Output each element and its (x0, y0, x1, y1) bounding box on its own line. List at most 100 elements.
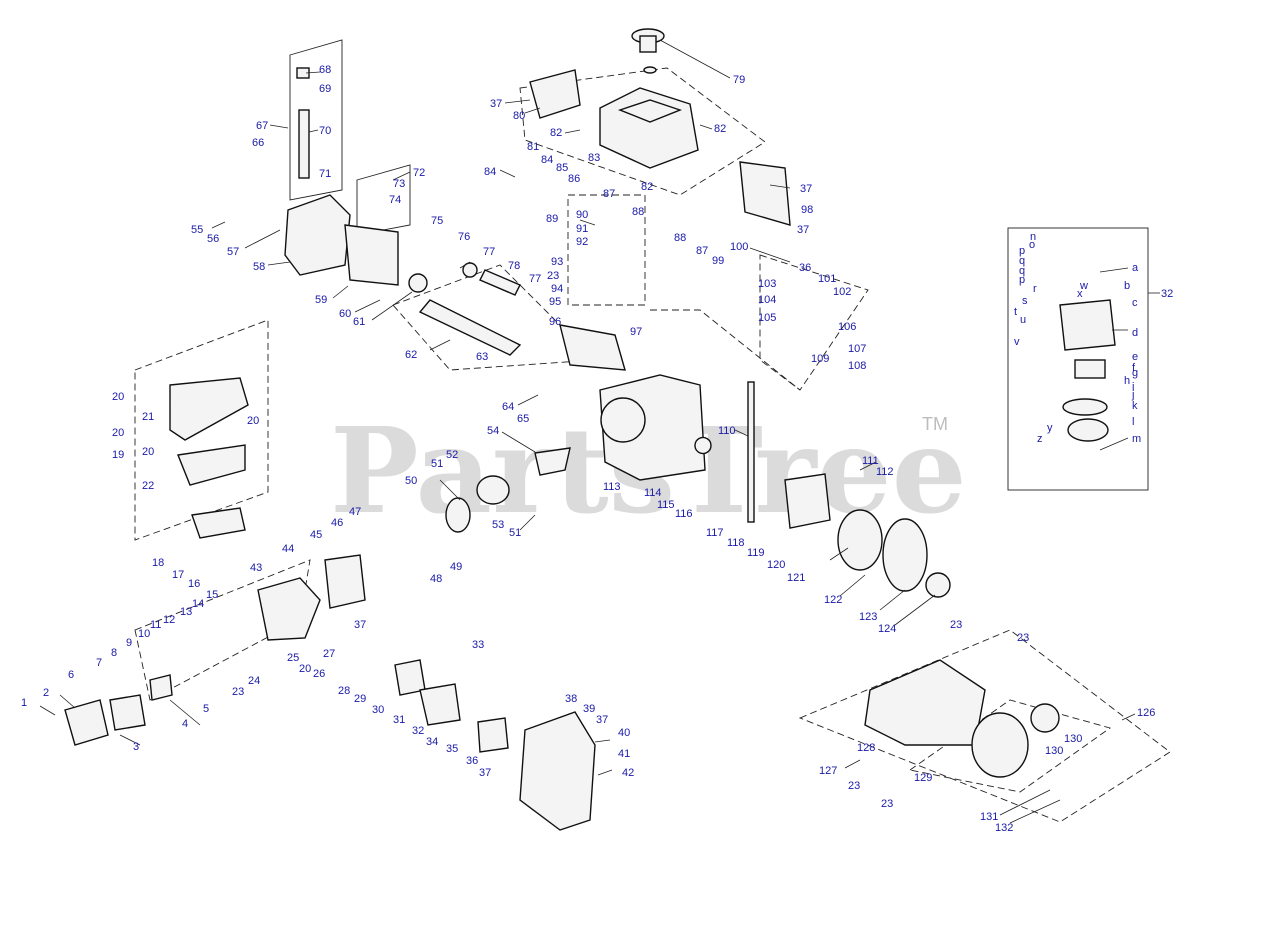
carburetor-box (1007, 227, 1149, 491)
callout-k: k (1132, 400, 1138, 412)
callout-82-a: 82 (550, 127, 562, 139)
callout-y: y (1047, 422, 1053, 434)
callout-19: 19 (112, 449, 124, 461)
callout-111: 111 (862, 455, 879, 467)
callout-22: 22 (142, 480, 154, 492)
callout-64: 64 (502, 401, 514, 413)
callout-99: 99 (712, 255, 724, 267)
callout-20-c: 20 (142, 446, 154, 458)
callout-43: 43 (250, 562, 262, 574)
callout-32-a: 32 (412, 725, 424, 737)
callout-23-d: 23 (848, 780, 860, 792)
callout-63: 63 (476, 351, 488, 363)
callout-p-b: p (1019, 274, 1025, 286)
callout-108: 108 (848, 360, 866, 372)
callout-3: 3 (133, 741, 139, 753)
callout-70: 70 (319, 125, 331, 137)
callout-26: 26 (313, 668, 325, 680)
oil-gauge (296, 67, 310, 179)
callout-20-b: 20 (112, 427, 124, 439)
callout-z: z (1037, 433, 1043, 445)
callout-g: g (1132, 367, 1138, 379)
callout-109: 109 (811, 353, 829, 365)
callout-94: 94 (551, 283, 563, 295)
callout-20-e: 20 (299, 663, 311, 675)
callout-p-a: p (1019, 245, 1025, 257)
group-outline-muffler-side (134, 559, 311, 701)
callout-v: v (1014, 336, 1020, 348)
callout-4: 4 (182, 718, 188, 730)
callout-37-b: 37 (800, 183, 812, 195)
callout-2: 2 (43, 687, 49, 699)
valve-cover (191, 507, 246, 539)
callout-118: 118 (727, 537, 745, 549)
fan-housing (864, 659, 986, 746)
callout-9: 9 (126, 637, 132, 649)
crankcase-cover (284, 194, 351, 276)
callout-58: 58 (253, 261, 265, 273)
callout-55: 55 (191, 224, 203, 236)
starter-motor (559, 324, 626, 371)
callout-15: 15 (206, 589, 218, 601)
callout-13: 13 (180, 606, 192, 618)
callout-h: h (1124, 375, 1130, 387)
callout-123: 123 (859, 611, 877, 623)
callout-45: 45 (310, 529, 322, 541)
callout-37-a: 37 (490, 98, 502, 110)
callout-113: 113 (603, 481, 621, 493)
callout-28: 28 (338, 685, 350, 697)
callout-79: 79 (733, 74, 745, 86)
callout-96: 96 (549, 316, 561, 328)
callout-62: 62 (405, 349, 417, 361)
cooling-fan (882, 518, 928, 592)
callout-37-e: 37 (596, 714, 608, 726)
carburetor-detail (1059, 299, 1116, 351)
callout-23-e: 23 (881, 798, 893, 810)
callout-78: 78 (508, 260, 520, 272)
gasket (344, 224, 399, 286)
callout-17: 17 (172, 569, 184, 581)
callout-93: 93 (551, 256, 563, 268)
callout-18: 18 (152, 557, 164, 569)
muffler-gasket (109, 694, 146, 731)
callout-e: e (1132, 351, 1138, 363)
callout-7: 7 (96, 657, 102, 669)
callout-w: w (1079, 280, 1088, 292)
callout-92: 92 (576, 236, 588, 248)
callout-c: c (1132, 297, 1138, 309)
callout-131: 131 (980, 811, 998, 823)
callout-103: 103 (758, 278, 776, 290)
callout-83: 83 (588, 152, 600, 164)
callout-40: 40 (618, 727, 630, 739)
callout-110: 110 (718, 425, 736, 437)
callout-48: 48 (430, 573, 442, 585)
callout-106: 106 (838, 321, 856, 333)
callout-37-c: 37 (797, 224, 809, 236)
ignition-coil (784, 473, 831, 529)
callout-100: 100 (730, 241, 748, 253)
callout-53: 53 (492, 519, 504, 531)
callout-121: 121 (787, 572, 805, 584)
callout-d: d (1132, 327, 1138, 339)
callout-36-a: 36 (466, 755, 478, 767)
carburetor-bowl (1067, 418, 1109, 442)
carburetor-body (419, 683, 461, 726)
callout-71: 71 (319, 168, 331, 180)
callout-72: 72 (413, 167, 425, 179)
callout-90: 90 (576, 209, 588, 221)
callout-81: 81 (527, 141, 539, 153)
callout-24: 24 (248, 675, 260, 687)
group-outline-air-cleaner (134, 319, 269, 541)
callout-88-a: 88 (632, 206, 644, 218)
callout-q-b: q (1019, 265, 1025, 277)
callout-130-b: 130 (1064, 733, 1082, 745)
oil-gauge-box (289, 39, 343, 201)
callout-80: 80 (513, 110, 525, 122)
air-box (477, 717, 509, 753)
callout-i: i (1132, 381, 1134, 393)
callout-122: 122 (824, 594, 842, 606)
callout-107: 107 (848, 343, 866, 355)
callout-38: 38 (565, 693, 577, 705)
muffler-cover (64, 699, 109, 746)
